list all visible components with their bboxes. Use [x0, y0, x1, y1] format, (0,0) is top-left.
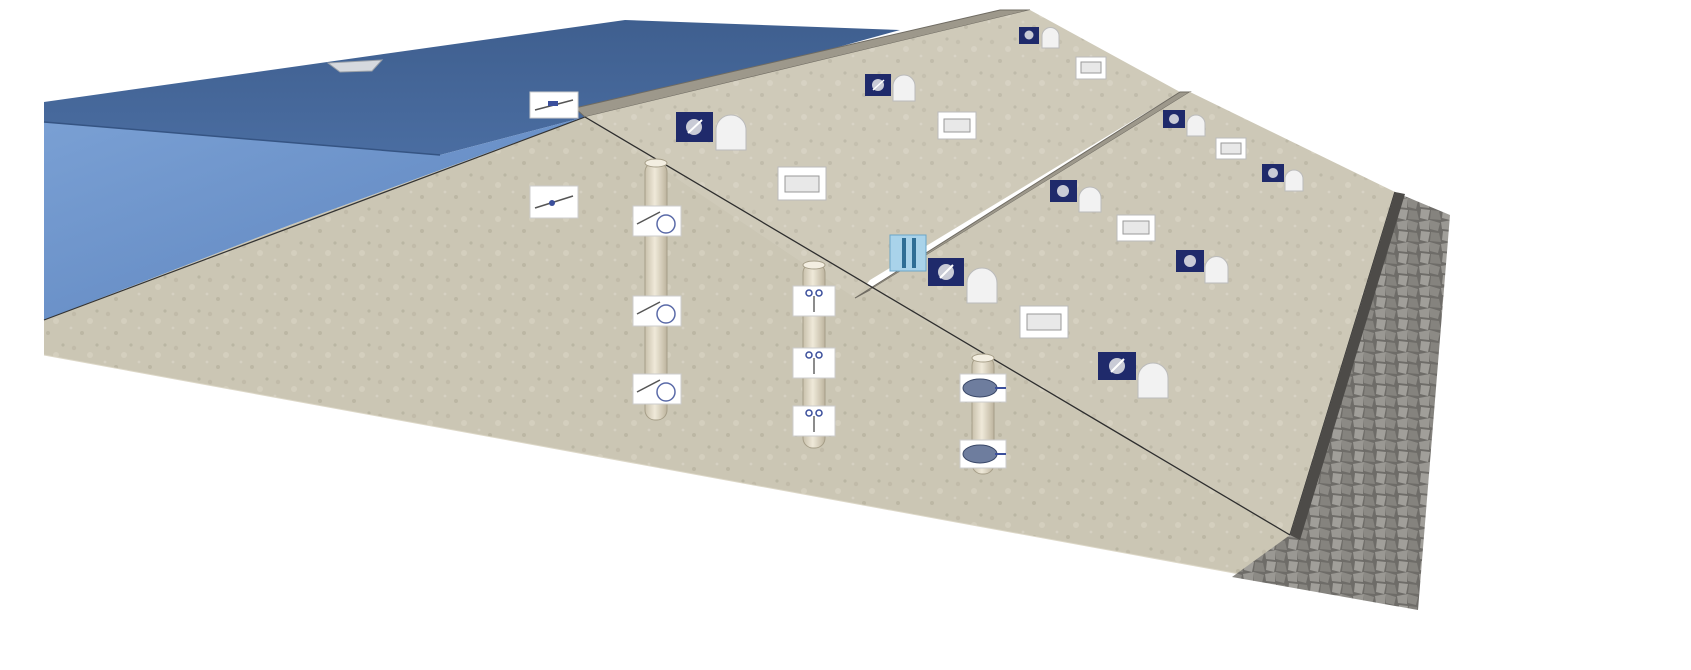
displacement-sensor-icon [959, 439, 1007, 469]
pressure-cell-icon [792, 285, 836, 317]
survey-benchmark-icon [937, 111, 977, 140]
pressure-cell-icon [792, 347, 836, 379]
displacement-sensor-icon [959, 373, 1007, 403]
piezometer-sensor-icon [632, 373, 682, 405]
monitoring-station-icon [1098, 352, 1169, 399]
survey-benchmark-icon [1215, 137, 1247, 160]
monitoring-station-icon [1176, 250, 1229, 284]
monitoring-station-icon [865, 74, 916, 102]
reservoir-surface [44, 20, 900, 155]
pressure-cell-icon [792, 405, 836, 437]
flow-weir-icon [889, 234, 927, 272]
extensometer-icon [529, 91, 579, 119]
monitoring-station-icon [676, 112, 747, 151]
piezometer-sensor-icon [632, 205, 682, 237]
survey-benchmark-icon [1116, 214, 1156, 242]
survey-benchmark-icon [777, 166, 827, 201]
monitoring-station-icon [1163, 110, 1206, 137]
survey-benchmark-icon [1019, 305, 1069, 339]
monitoring-station-icon [1019, 27, 1060, 49]
downstream-slope-lower [870, 92, 1395, 535]
upstream-water-face [44, 117, 585, 320]
extensometer-icon [529, 185, 579, 219]
survey-benchmark-icon [1075, 56, 1107, 80]
piezometer-sensor-icon [632, 295, 682, 327]
buoy-icon [326, 59, 384, 73]
monitoring-station-icon [928, 258, 998, 304]
monitoring-station-icon [1050, 180, 1102, 213]
downstream-slope-upper [585, 10, 1180, 298]
monitoring-station-icon [1262, 164, 1304, 192]
